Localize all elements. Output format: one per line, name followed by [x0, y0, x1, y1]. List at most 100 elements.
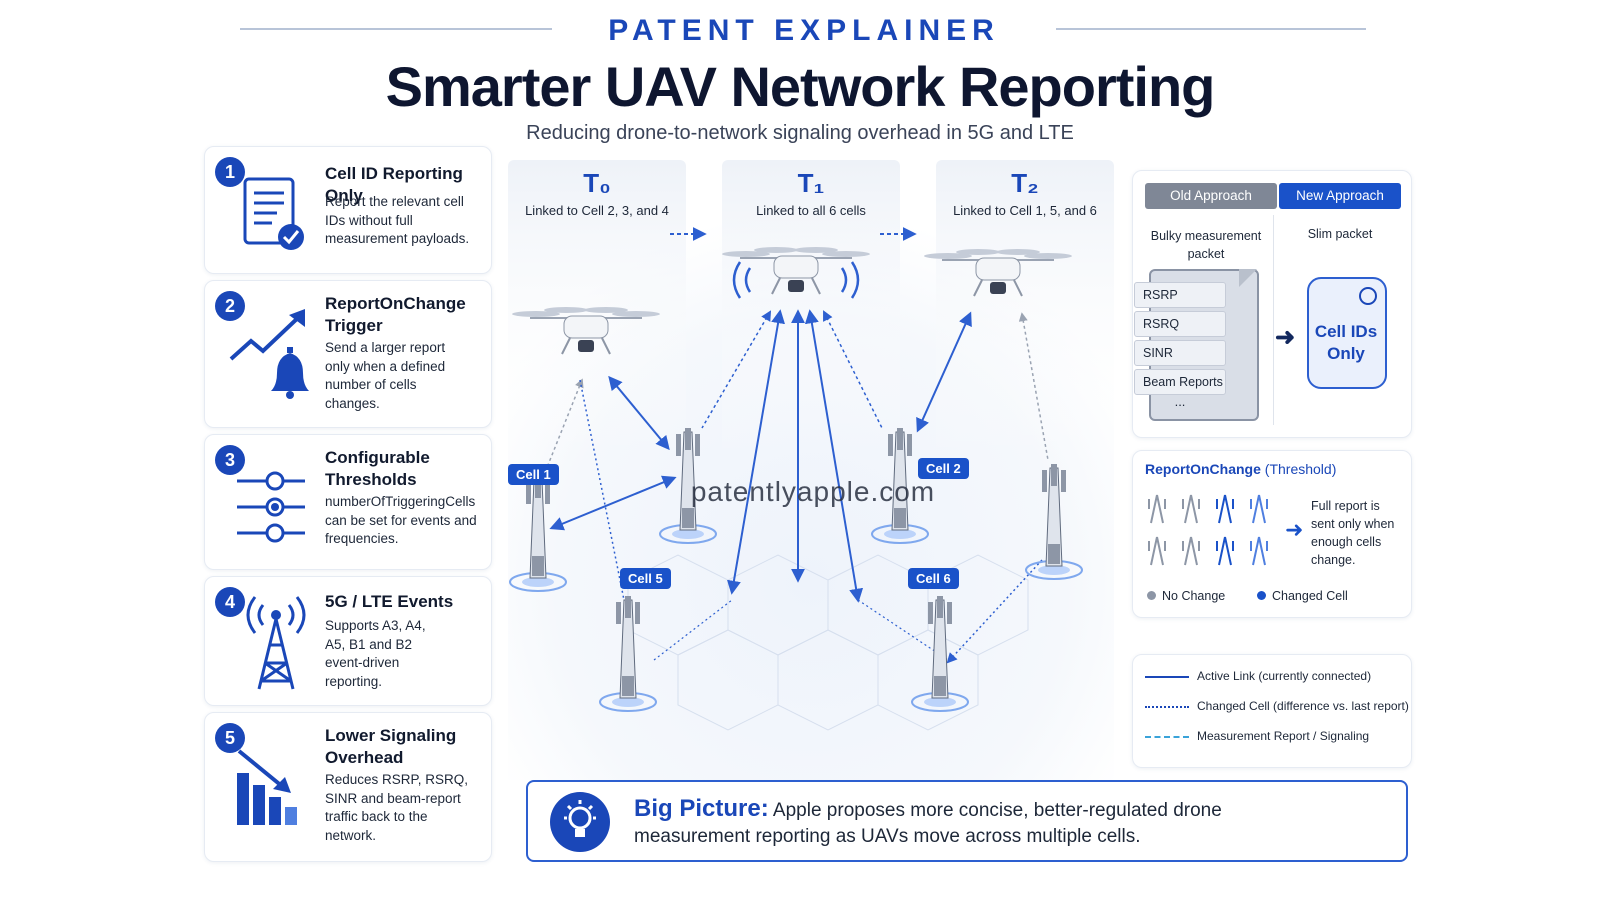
- new-approach-desc: Slim packet: [1307, 227, 1373, 241]
- comparison-divider: [1273, 215, 1274, 425]
- cell-badge-2: Cell 2: [918, 458, 969, 479]
- legend-no-change-label: No Change: [1162, 589, 1226, 603]
- link-legend: Active Link (currently connected) Change…: [1132, 654, 1412, 768]
- link-cell4-cell6: [946, 559, 1043, 664]
- feature-number-1: 1: [215, 157, 245, 187]
- link-t1-cell6: [804, 309, 864, 603]
- link-cell1-cell3: [549, 475, 677, 531]
- legend-no-change: No Change: [1147, 589, 1225, 603]
- timeline-t0-desc: Linked to Cell 2, 3, and 4: [525, 203, 669, 218]
- timeline-t1-desc: Linked to all 6 cells: [756, 203, 866, 218]
- dotted-line-icon: [1145, 705, 1189, 708]
- new-approach-tab: New Approach: [1279, 183, 1401, 209]
- feature-card-2: 2 ReportOnChange Trigger Send a larger r…: [204, 280, 492, 428]
- legend-active-label: Active Link (currently connected): [1197, 669, 1372, 683]
- threshold-title: ReportOnChange (Threshold): [1145, 461, 1336, 477]
- feature-title-5: Lower Signaling Overhead: [325, 726, 457, 767]
- big-picture-text: Apple proposes more concise, better-regu…: [634, 800, 1222, 847]
- solid-line-icon: [1145, 675, 1189, 678]
- threshold-title-main: ReportOnChange: [1145, 461, 1261, 477]
- document-check-icon: [243, 177, 304, 250]
- kicker-rule-left: [240, 28, 552, 30]
- page-title: Smarter UAV Network Reporting: [385, 55, 1216, 118]
- trend-bell-icon: [229, 309, 309, 399]
- feature-card-5: 5 Lower Signaling Overhead Reduces RSRP,…: [204, 712, 492, 862]
- link-t2-cell4: [1018, 312, 1049, 461]
- timeline-t1-label: T₁: [797, 168, 825, 198]
- link-t2-cell2: [916, 311, 972, 433]
- antenna-tower-icon: [246, 596, 306, 690]
- old-approach-tab: Old Approach: [1145, 183, 1277, 209]
- packet-fold-icon: [1239, 269, 1257, 287]
- timeline-t2-desc: Linked to Cell 1, 5, and 6: [953, 203, 1097, 218]
- feature-title-3: Configurable Thresholds: [325, 448, 430, 489]
- metric-beam-reports: Beam Reports: [1134, 369, 1226, 395]
- big-picture-label: Big Picture:: [634, 795, 769, 822]
- metric-more: ...: [1174, 394, 1186, 409]
- feature-desc-3: numberOfTriggeringCells can be set for e…: [325, 494, 477, 546]
- link-cell6-center: [857, 599, 949, 661]
- drone-t1: [722, 247, 870, 299]
- cell-tower-5: [599, 596, 657, 712]
- feature-number-3: 3: [215, 445, 245, 475]
- legend-measurement-label: Measurement Report / Signaling: [1197, 729, 1370, 743]
- threshold-title-suffix: (Threshold): [1264, 461, 1337, 477]
- timeline-t2-label: T₂: [1011, 168, 1039, 198]
- big-picture-box: Big Picture: Apple proposes more concise…: [526, 780, 1408, 862]
- cell-badge-1: Cell 1: [508, 464, 559, 485]
- feature-card-1: 1 Cell ID Reporting Only Report the rele…: [204, 146, 492, 274]
- metric-rsrq: RSRQ: [1134, 311, 1226, 337]
- feature-number-4: 4: [215, 587, 245, 617]
- drone-t2: [924, 249, 1072, 297]
- legend-changed-row: Changed Cell (difference vs. last report…: [1145, 699, 1409, 713]
- feature-title-4: 5G / LTE Events: [325, 592, 454, 611]
- descending-bars-icon: [237, 749, 297, 825]
- watermark: patentlyapple.com: [690, 476, 936, 507]
- slim-packet-hole-icon: [1359, 287, 1377, 305]
- feature-desc-5: Reduces RSRP, RSRQ, SINR and beam-report…: [325, 772, 469, 843]
- header-kicker: PATENT EXPLAINER: [608, 14, 1000, 47]
- feature-number-2: 2: [215, 291, 245, 321]
- cell-badge-5: Cell 5: [620, 568, 671, 589]
- lightbulb-icon: [550, 792, 610, 852]
- network-links: [509, 227, 1083, 712]
- legend-changed-label: Changed Cell: [1272, 589, 1348, 603]
- cell-tower-4: [1025, 464, 1083, 580]
- feature-title-1: Cell ID Reporting Only: [325, 164, 463, 205]
- link-cell5-cell6: [653, 599, 733, 661]
- cell-tower-3: [659, 428, 717, 544]
- legend-active-row: Active Link (currently connected): [1145, 669, 1371, 683]
- sliders-icon: [237, 471, 305, 543]
- link-t1-cell2: [823, 310, 883, 429]
- legend-changed: Changed Cell: [1257, 589, 1348, 603]
- timeline-t2: T₂ Linked to Cell 1, 5, and 6: [936, 168, 1114, 218]
- feature-card-3: 3 Configurable Thresholds numberOfTrigge…: [204, 434, 492, 570]
- no-change-dot-icon: [1147, 591, 1156, 600]
- link-t1-cell5: [726, 309, 786, 595]
- cell-grid-icons: [1148, 494, 1268, 566]
- metric-sinr: SINR: [1134, 340, 1226, 366]
- cell-tower-2: [871, 428, 929, 544]
- feature-number-5: 5: [215, 723, 245, 753]
- threshold-desc: Full report is sent only when enough cel…: [1311, 499, 1395, 567]
- dashed-line-icon: [1145, 735, 1189, 738]
- timeline-t0-label: T₀: [583, 168, 611, 198]
- feature-desc-1: Report the relevant cell IDs without ful…: [325, 194, 470, 246]
- page-subtitle: Reducing drone-to-network signaling over…: [526, 122, 1074, 144]
- threshold-panel: ReportOnChange (Threshold) ➜ Full report…: [1132, 450, 1412, 618]
- header: PATENT EXPLAINER Smarter UAV Network Rep…: [0, 0, 1600, 150]
- metric-rsrp: RSRP: [1134, 282, 1226, 308]
- feature-title-2: ReportOnChange Trigger: [325, 294, 466, 335]
- link-t0-cell5: [579, 379, 627, 611]
- threshold-arrow-icon: ➜: [1285, 517, 1304, 542]
- cell-badge-6: Cell 6: [908, 568, 959, 589]
- feature-card-4: 4 5G / LTE Events Supports A3, A4, A5, B…: [204, 576, 492, 706]
- slim-packet-text: Cell IDs Only: [1314, 322, 1378, 363]
- link-t1-cell3: [701, 310, 772, 429]
- old-approach-desc: Bulky measurement packet: [1150, 229, 1262, 261]
- feature-desc-4: Supports A3, A4, A5, B1 and B2 event-dri…: [325, 618, 426, 689]
- kicker-rule-right: [1056, 28, 1366, 30]
- timeline-t1: T₁ Linked to all 6 cells: [722, 168, 900, 218]
- legend-changed-link-label: Changed Cell (difference vs. last report…: [1197, 699, 1409, 713]
- big-picture-content: Big Picture: Apple proposes more concise…: [634, 796, 1254, 850]
